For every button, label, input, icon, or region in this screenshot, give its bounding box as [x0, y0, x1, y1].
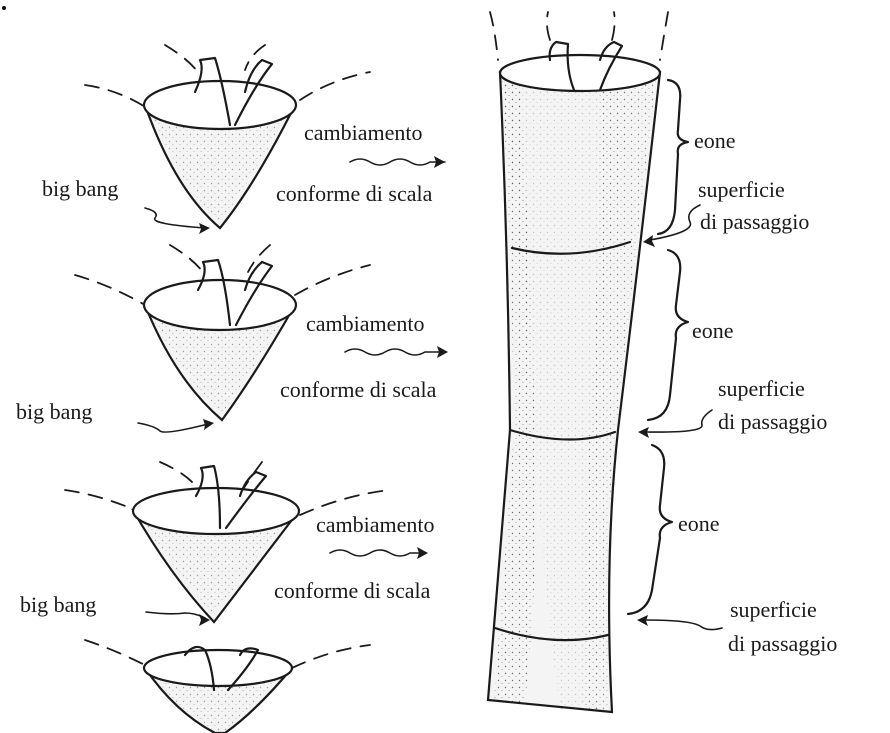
wavy-arrow-2 — [345, 349, 445, 355]
process-label-1b: conforme di scala — [276, 181, 433, 206]
wavy-arrow-3 — [330, 550, 425, 556]
wavy-arrow-1 — [350, 159, 445, 165]
process-label-2b: conforme di scala — [280, 377, 437, 402]
pointer-arrow-1-head — [199, 223, 210, 234]
boundary-arrow-2 — [645, 410, 712, 432]
boundary-label-3b: di passaggio — [728, 631, 837, 656]
boundary-label-3a: superficie — [730, 597, 817, 622]
boundary-label-1b: di passaggio — [700, 209, 809, 234]
pointer-arrow-2 — [138, 423, 208, 432]
pointer-arrow-3 — [146, 612, 205, 618]
aeon-brace-1 — [658, 80, 688, 234]
aeon-brace-2 — [648, 250, 688, 420]
pointer-arrow-1 — [145, 208, 205, 228]
boundary-label-2a: superficie — [718, 376, 805, 401]
boundary-label-1a: superficie — [698, 177, 785, 202]
boundary-arrow-3 — [645, 620, 722, 630]
origin-label-1: big bang — [42, 176, 118, 201]
funnel-aeon-4-partial — [85, 640, 370, 733]
aeon-tube — [488, 12, 668, 712]
aeon-label-1: eone — [694, 128, 736, 153]
process-label-3b: conforme di scala — [274, 578, 431, 603]
origin-label-3: big bang — [20, 592, 96, 617]
aeon-label-3: eone — [678, 511, 720, 536]
corner-dot — [2, 6, 6, 10]
aeon-brace-3 — [628, 445, 672, 614]
process-label-1a: cambiamento — [304, 120, 423, 145]
boundary-label-2b: di passaggio — [718, 409, 827, 434]
origin-label-2: big bang — [16, 399, 92, 424]
aeon-label-2: eone — [692, 318, 734, 343]
process-label-2a: cambiamento — [306, 311, 425, 336]
boundary-arrow-1-head — [643, 235, 655, 247]
process-label-3a: cambiamento — [316, 512, 435, 537]
